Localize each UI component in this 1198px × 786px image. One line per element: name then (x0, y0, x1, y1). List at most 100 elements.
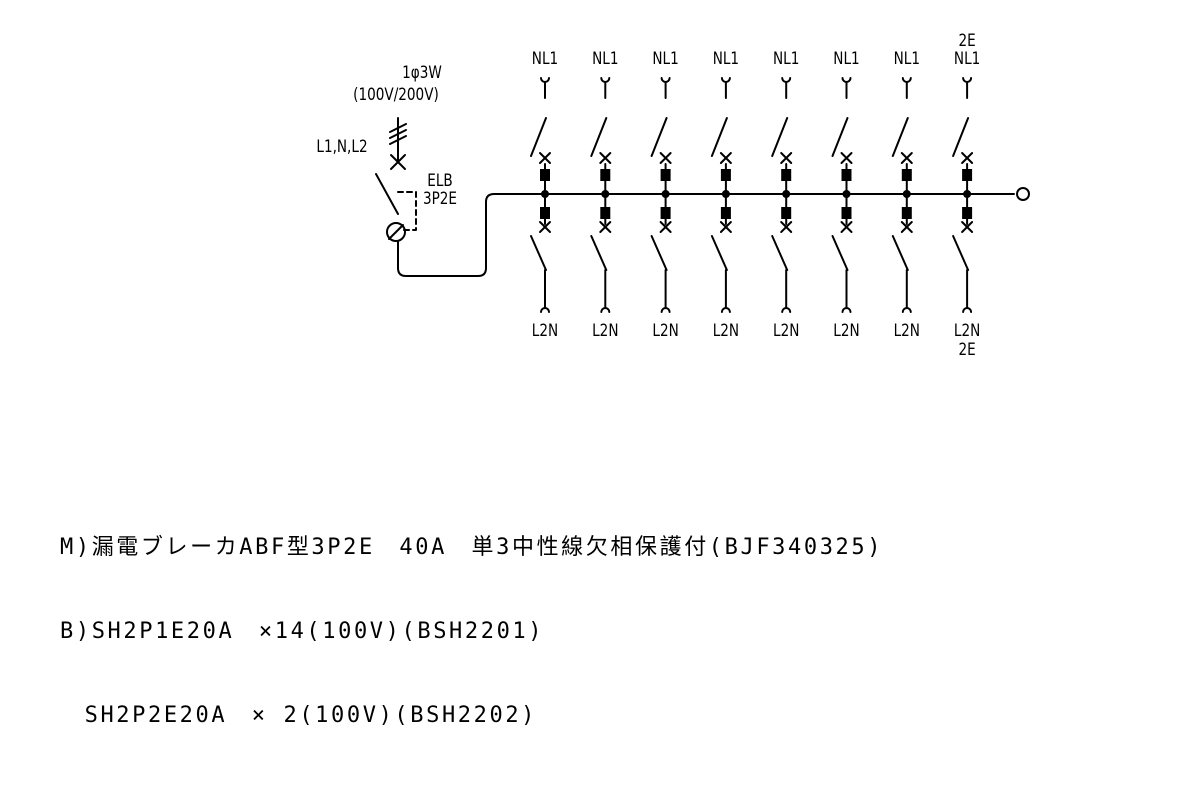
supply-voltage-label: (100V/200V) (353, 85, 439, 105)
branch-breaker (831, 77, 853, 313)
bottom-terminal-hook (901, 307, 912, 313)
branch-breaker (650, 77, 672, 313)
top-switch-blade (771, 117, 789, 157)
bottom-trip-element (720, 207, 731, 219)
bottom-trip-element (901, 207, 912, 219)
branch-bottom-label: L2N (532, 321, 558, 341)
feeder-terminal-cross (390, 154, 406, 170)
branch-top-label: NL1 (833, 49, 859, 69)
top-switch-blade (952, 117, 970, 157)
bottom-cross (840, 221, 853, 233)
bus-junction-dot (902, 190, 911, 198)
bottom-switch-blade (771, 235, 789, 271)
bottom-cross (539, 221, 551, 233)
bottom-switch-blade (590, 235, 608, 271)
bottom-cross (659, 221, 672, 233)
bottom-trip-element (841, 207, 852, 219)
main-busbar (397, 193, 1015, 277)
top-switch-blade (710, 117, 728, 157)
top-switch-blade (891, 117, 909, 157)
bus-end-terminal (1016, 187, 1030, 201)
top-switch-blade (590, 117, 608, 157)
branch-breaker (530, 77, 551, 313)
top-cross (719, 152, 732, 164)
bus-junction-dot (963, 190, 972, 198)
top-cross (900, 152, 913, 164)
branch-circuits: NL1L2NNL1L2NNL1L2NNL1L2NNL1L2NNL1L2NNL1L… (530, 31, 980, 360)
top-trip-element (962, 169, 973, 181)
bottom-terminal-hook (841, 307, 852, 313)
branch-top-label: NL1 (652, 49, 678, 69)
equipment-notes: M)漏電ブレーカABF型3P2E 40A 単3中性線欠相保護付(BJF34032… (60, 478, 883, 786)
bottom-switch-blade (710, 235, 728, 271)
bottom-trip-element (540, 207, 550, 219)
top-cross (599, 152, 612, 164)
bottom-trip-element (600, 207, 611, 219)
branch-top-label: NL1 (713, 49, 739, 69)
top-switch-blade (831, 117, 849, 157)
top-trip-element (841, 169, 852, 181)
branch-top-extra-label: 2E (958, 31, 975, 51)
note-line-main-breaker: M)漏電ブレーカABF型3P2E 40A 単3中性線欠相保護付(BJF34032… (60, 535, 884, 560)
top-cross (840, 152, 853, 164)
bottom-terminal-hook (540, 307, 550, 313)
branch-bottom-label: L2N (592, 321, 618, 341)
branch-breaker (710, 77, 732, 313)
top-switch-blade (530, 117, 547, 157)
branch-top-label: NL1 (954, 49, 980, 69)
bottom-switch-blade (952, 235, 970, 271)
zct-symbol (386, 222, 406, 242)
branch-top-label: NL1 (592, 49, 618, 69)
branch-bottom-label: L2N (713, 321, 739, 341)
bottom-cross (900, 221, 913, 233)
bottom-terminal-hook (660, 307, 671, 313)
wire-count-mark (389, 129, 407, 139)
branch-bottom-label: L2N (954, 321, 980, 341)
bottom-terminal-hook (600, 307, 611, 313)
bus-junction-dot (661, 190, 670, 198)
main-breaker-type: 3P2E (423, 189, 457, 209)
bus-junction-dot (541, 190, 549, 198)
bottom-terminal-hook (781, 307, 792, 313)
top-cross (659, 152, 672, 164)
bottom-cross (780, 221, 793, 233)
wire-count-mark (389, 135, 407, 145)
branch-bottom-extra-label: 2E (958, 340, 975, 360)
branch-top-label: NL1 (532, 49, 558, 69)
bus-junction-dot (721, 190, 730, 198)
bottom-terminal-hook (720, 307, 731, 313)
main-breaker-name: ELB (427, 171, 452, 191)
top-trip-element (540, 169, 550, 181)
leakage-trip-link (397, 191, 417, 231)
bottom-trip-element (962, 207, 973, 219)
top-trip-element (781, 169, 792, 181)
bottom-switch-blade (530, 235, 547, 271)
branch-top-label: NL1 (894, 49, 920, 69)
top-switch-blade (650, 117, 668, 157)
top-trip-element (901, 169, 912, 181)
note-line-branch-breakers-2e: SH2P2E20A × 2(100V)(BSH2202) (60, 703, 538, 728)
supply-lines-label: L1,N,L2 (316, 137, 367, 157)
bottom-cross (719, 221, 732, 233)
branch-bottom-label: L2N (652, 321, 678, 341)
bus-junction-dot (842, 190, 851, 198)
wire-count-mark (389, 123, 407, 133)
branch-bottom-label: L2N (773, 321, 799, 341)
branch-breaker (771, 77, 793, 313)
top-cross (539, 152, 551, 164)
zct-slash (388, 224, 404, 240)
branch-breaker (590, 77, 612, 313)
bottom-switch-blade (831, 235, 849, 271)
top-trip-element (600, 169, 611, 181)
top-cross (780, 152, 793, 164)
bottom-trip-element (660, 207, 671, 219)
bottom-switch-blade (891, 235, 909, 271)
bottom-terminal-hook (962, 307, 973, 313)
branch-top-label: NL1 (773, 49, 799, 69)
branch-breaker (891, 77, 913, 313)
main-breaker-contact (375, 173, 399, 215)
bus-junction-dot (601, 190, 610, 198)
bottom-cross (961, 221, 974, 233)
top-trip-element (720, 169, 731, 181)
